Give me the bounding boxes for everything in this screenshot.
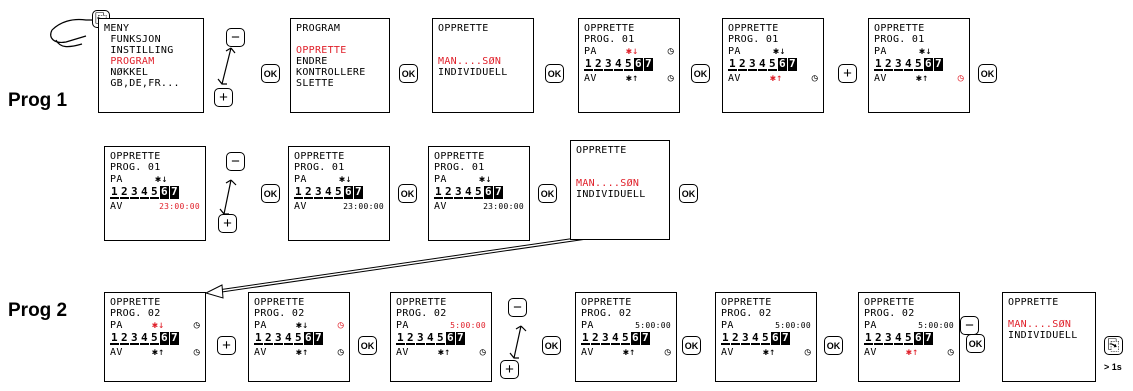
ok-button[interactable]: OK <box>824 336 843 355</box>
minus-button[interactable]: − <box>960 316 979 335</box>
hold-label: > 1s <box>1104 362 1122 372</box>
ok-button[interactable]: OK <box>261 64 280 83</box>
ok-button[interactable]: OK <box>398 184 417 203</box>
ok-button[interactable]: OK <box>545 64 564 83</box>
hand-icon <box>51 19 98 46</box>
menu-screen: MENY FUNKSJON INSTILLING PROGRAM NØKKEL … <box>98 18 204 113</box>
ok-button[interactable]: OK <box>966 334 985 353</box>
plus-button[interactable]: + <box>500 360 519 379</box>
plus-button[interactable]: + <box>214 88 233 107</box>
opprette-screen: OPPRETTE MAN....SØN INDIVIDUELL <box>432 18 534 113</box>
ok-button[interactable]: OK <box>399 64 418 83</box>
ok-button[interactable]: OK <box>682 336 701 355</box>
program-item: ENDRE <box>296 56 384 67</box>
plus-button[interactable]: + <box>217 336 236 355</box>
menu-title: MENY <box>104 23 198 34</box>
ok-button[interactable]: OK <box>538 184 557 203</box>
clock-icon: ◷ <box>668 46 674 57</box>
menu-item: INSTILLING <box>104 45 198 56</box>
sun-icon: ✱↑ <box>916 73 929 84</box>
sun-icon: ✱↓ <box>773 46 786 57</box>
program-item-selected: OPPRETTE <box>296 45 384 56</box>
minus-button[interactable]: − <box>226 152 245 171</box>
plus-button[interactable]: + <box>218 214 237 233</box>
program-item: SLETTE <box>296 78 384 89</box>
sun-icon: ✱↓ <box>626 46 639 57</box>
clock-icon: ◷ <box>958 73 964 84</box>
program-item: KONTROLLERE <box>296 67 384 78</box>
sun-icon: ✱↓ <box>479 174 492 185</box>
plus-button[interactable]: + <box>838 64 857 83</box>
menu-item: GB,DE,FR... <box>104 78 198 89</box>
ok-button[interactable]: OK <box>978 64 997 83</box>
opprette-screen: OPPRETTE MAN....SØN INDIVIDUELL <box>1002 292 1096 382</box>
sun-icon: ✱↓ <box>155 174 168 185</box>
sun-icon: ✱↓ <box>339 174 352 185</box>
sun-icon: ✱↑ <box>626 73 639 84</box>
menu-item-selected: PROGRAM <box>104 56 198 67</box>
ok-button[interactable]: OK <box>261 184 280 203</box>
sun-icon: ✱↓ <box>919 46 932 57</box>
opprette-screen: OPPRETTE MAN....SØN INDIVIDUELL <box>570 140 670 240</box>
sun-icon: ✱↑ <box>770 73 783 84</box>
program-key-button[interactable]: ⎘ <box>1104 336 1123 355</box>
minus-button[interactable]: − <box>226 28 245 47</box>
clock-icon: ◷ <box>668 73 674 84</box>
ok-button[interactable]: OK <box>691 64 710 83</box>
menu-item: NØKKEL <box>104 67 198 78</box>
menu-item: FUNKSJON <box>104 34 198 45</box>
ok-button[interactable]: OK <box>358 336 377 355</box>
ok-button[interactable]: OK <box>679 184 698 203</box>
clock-icon: ◷ <box>812 73 818 84</box>
minus-button[interactable]: − <box>508 298 527 317</box>
program-screen: PROGRAM OPPRETTE ENDRE KONTROLLERE SLETT… <box>290 18 390 113</box>
ok-button[interactable]: OK <box>542 336 561 355</box>
program-title: PROGRAM <box>296 23 384 34</box>
